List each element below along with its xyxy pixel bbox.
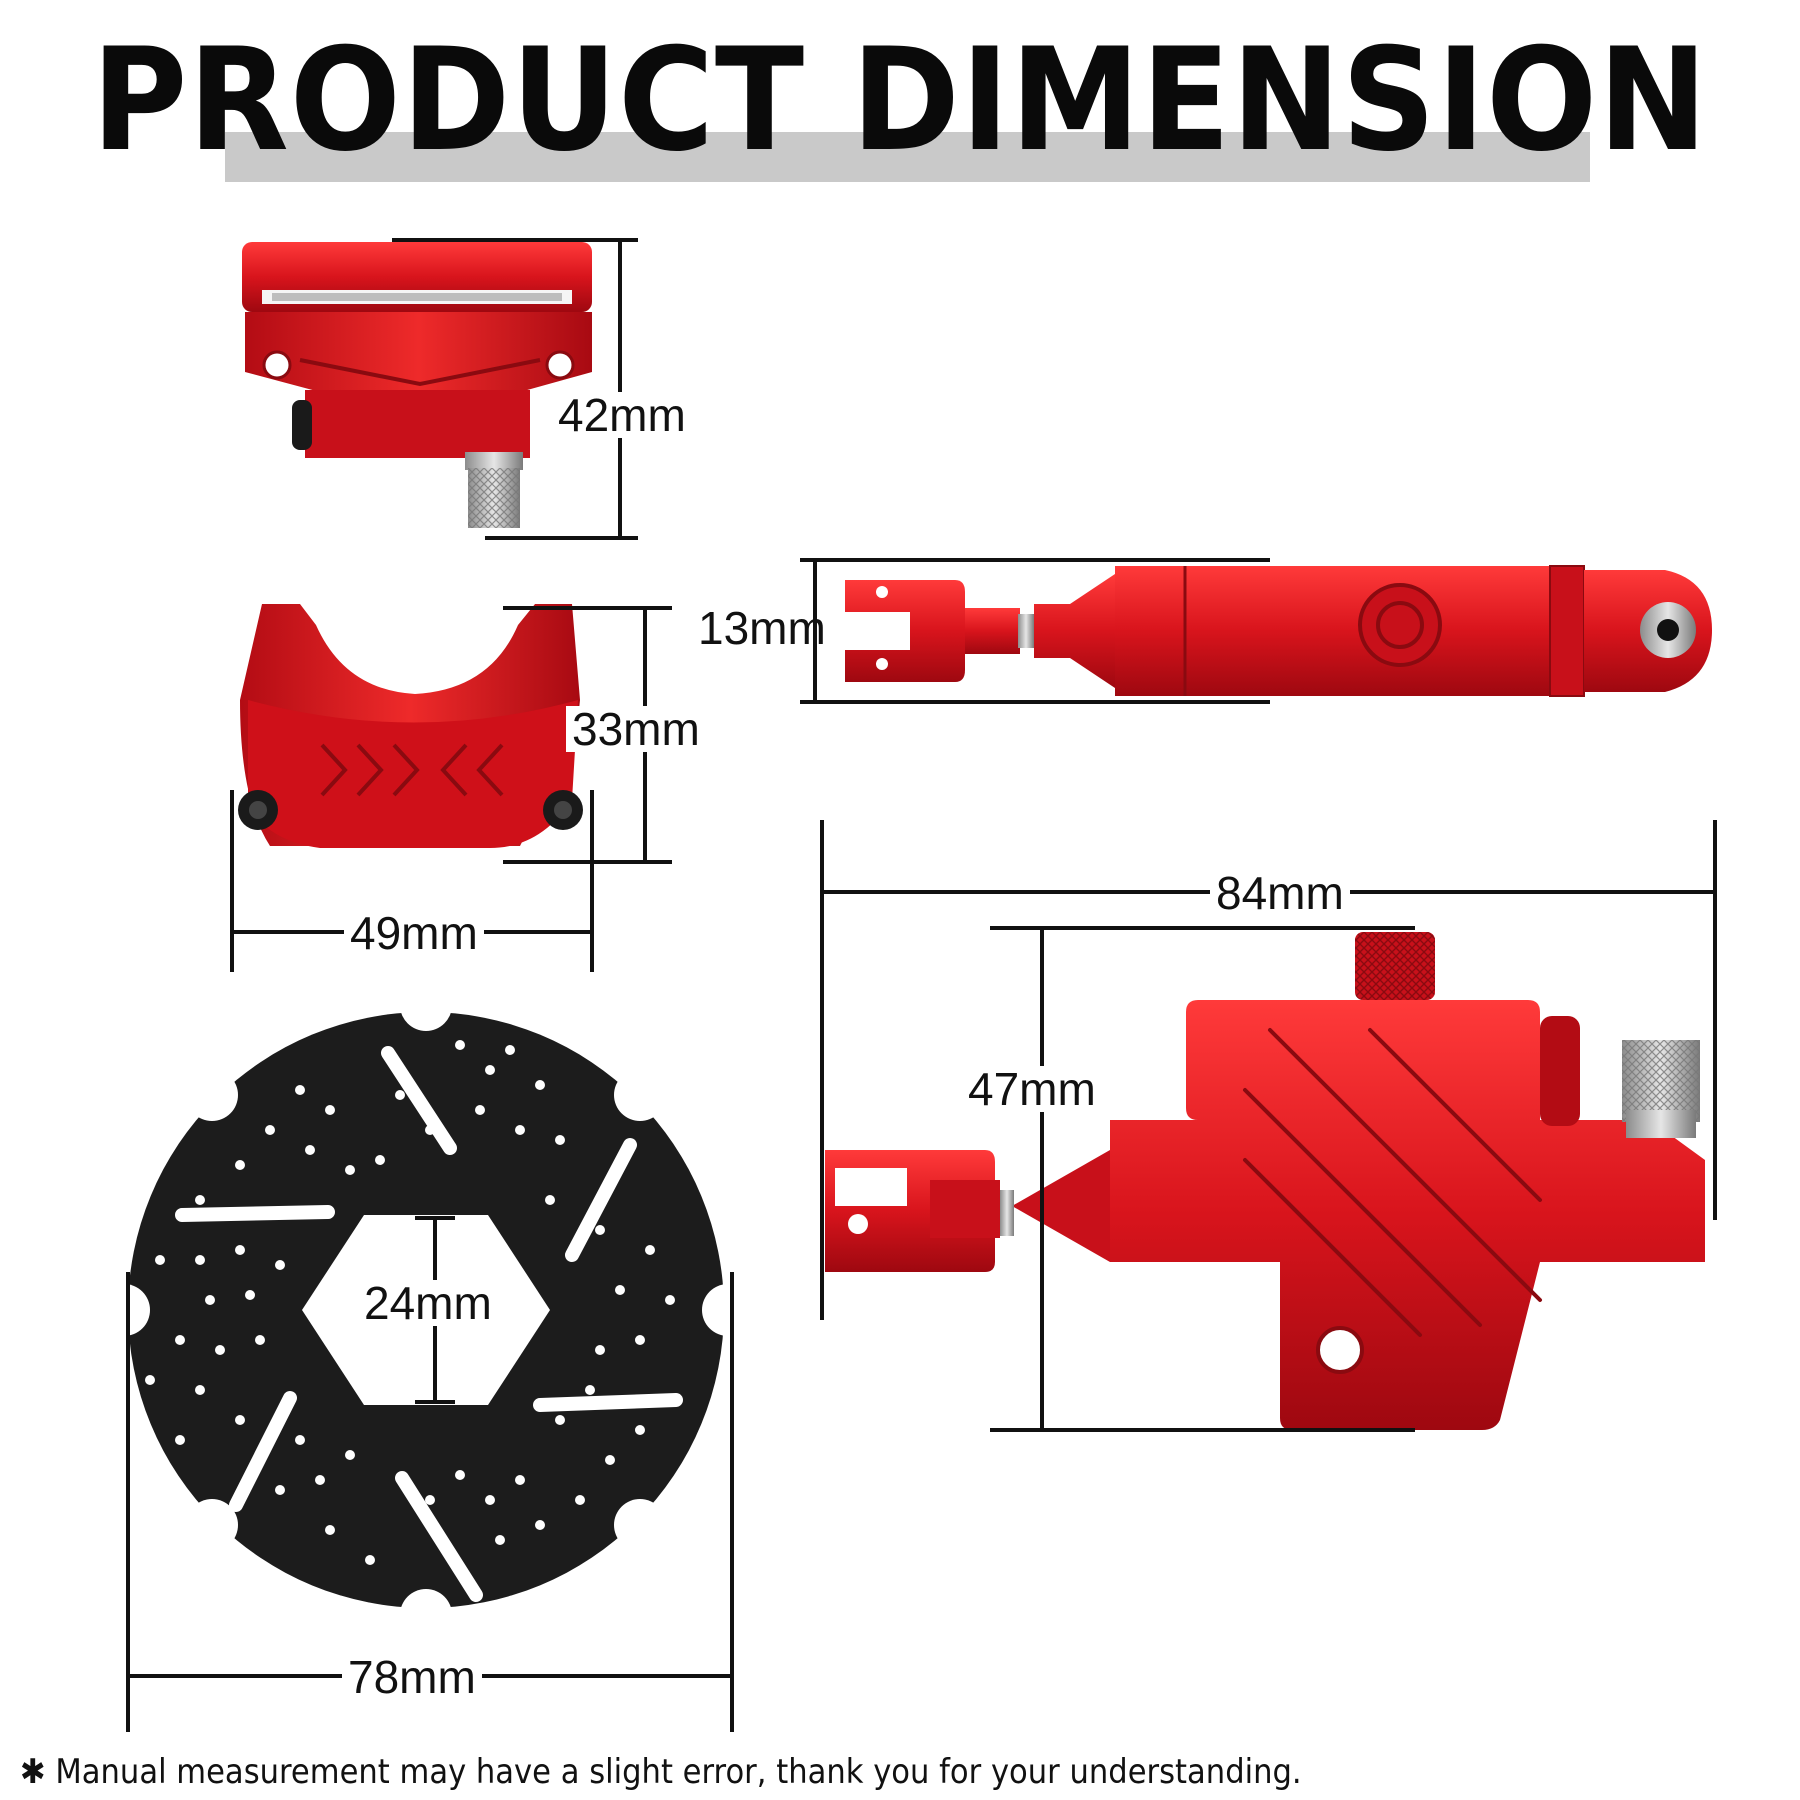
asterisk-icon: ✱ [20,1752,46,1792]
caliper-bracket-image [238,604,583,848]
brake-caliper-image [242,242,592,528]
title-underline-band [225,132,1590,182]
bracket-height-label: 33mm [566,706,706,752]
bracket-width-label: 49mm [344,910,484,956]
footnote-text: Manual measurement may have a slight err… [55,1752,1302,1792]
page-title: PRODUCT DIMENSION [91,18,1709,183]
master-cylinder-dimensions [820,820,1717,1432]
caliper-height-dimension [392,238,638,540]
rod-height-dimension [800,558,1270,704]
disc-drill-holes [145,1040,675,1565]
master-cylinder-image [825,932,1705,1430]
slave-cylinder-image [840,565,1712,697]
caliper-height-label: 42mm [552,392,692,438]
disc-hole-label: 24mm [358,1280,498,1326]
footnote: ✱ Manual measurement may have a slight e… [20,1752,1302,1792]
master-width-label: 84mm [1210,870,1350,916]
disc-diameter-label: 78mm [342,1654,482,1700]
master-height-label: 47mm [962,1066,1102,1112]
rod-height-label: 13mm [698,602,826,654]
